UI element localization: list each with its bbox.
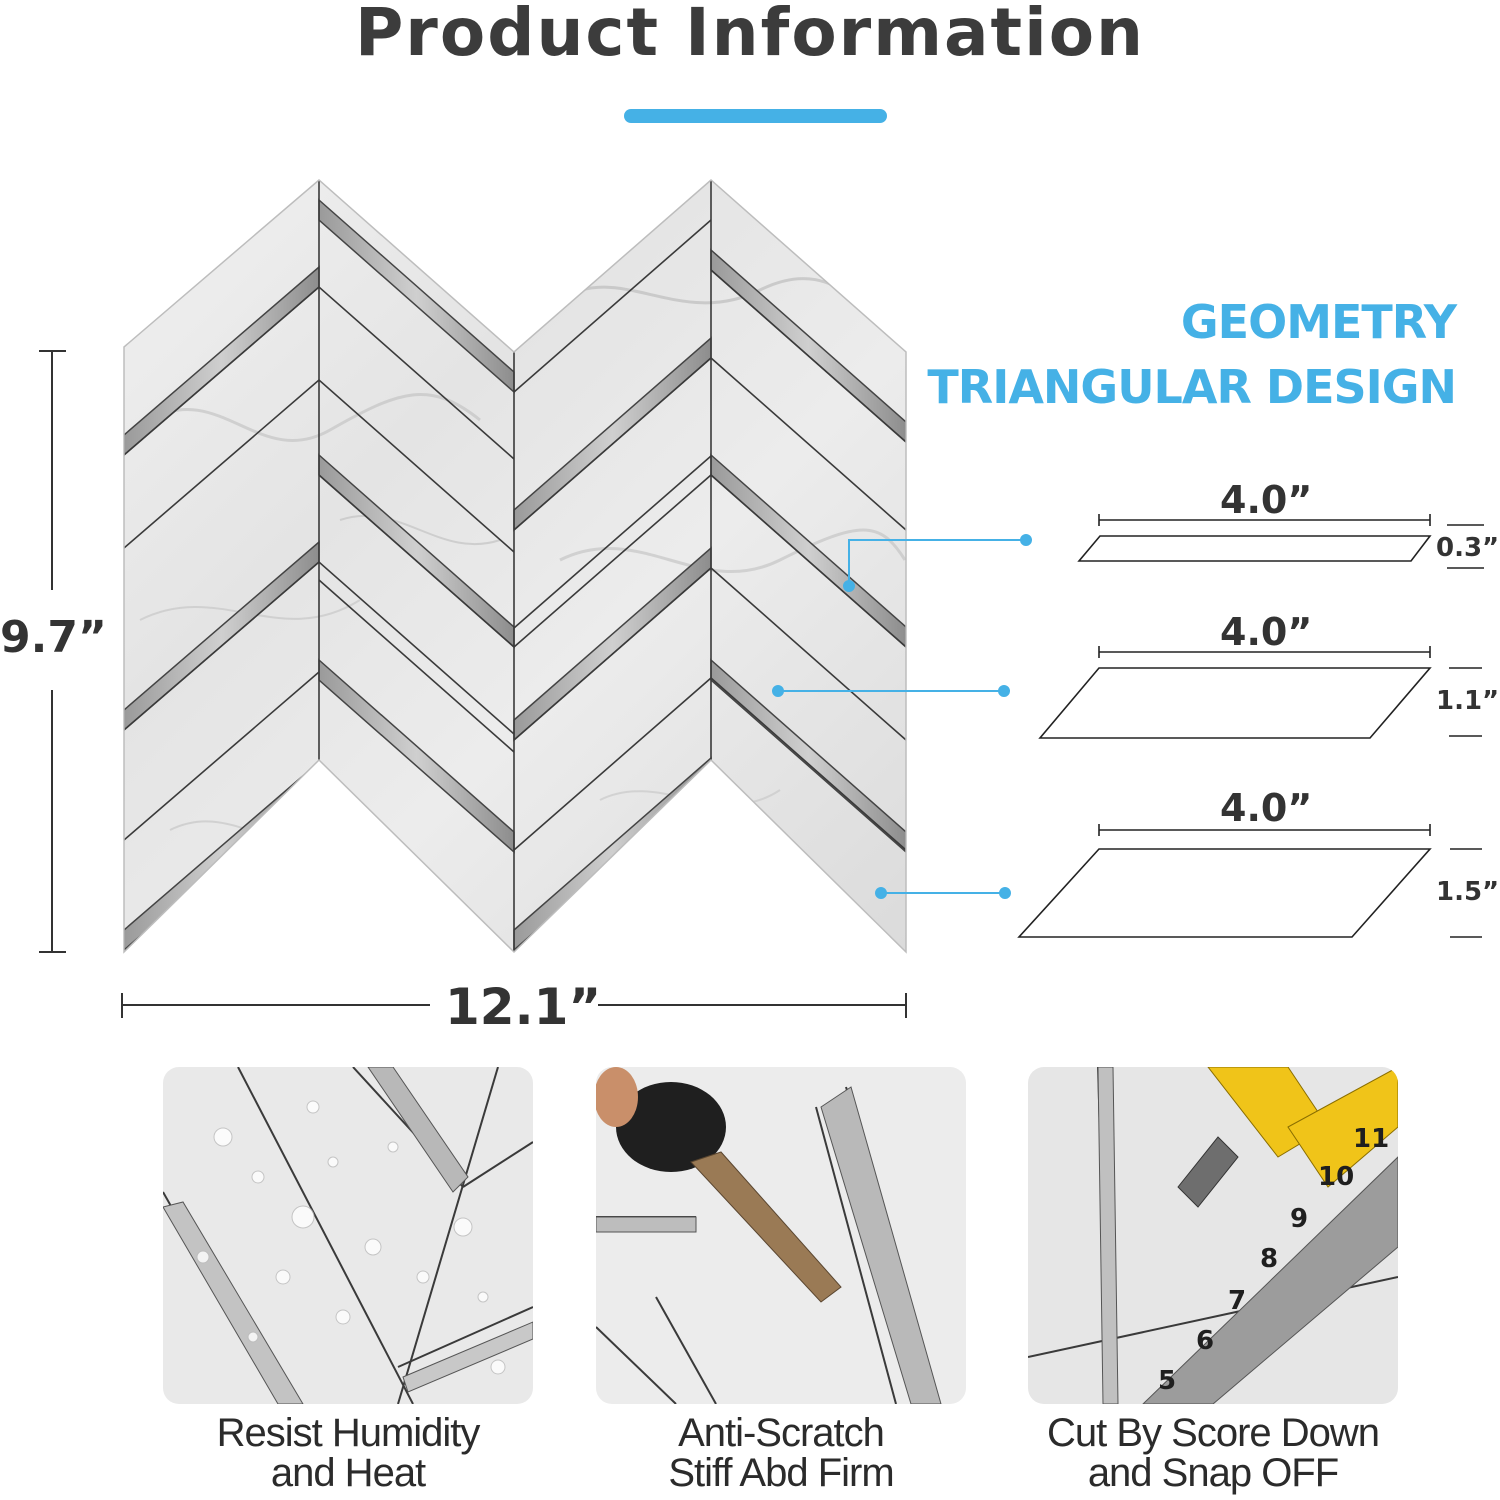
piece-1-height: 0.3” [1436, 533, 1500, 563]
tile-diagram [39, 179, 1484, 1018]
height-dimension [39, 350, 66, 953]
caption-humidity-line1: Resist Humidity [216, 1411, 481, 1455]
width-dimension [121, 993, 907, 1018]
key-icon [596, 1067, 842, 1303]
caption-humidity-line2: and Heat [270, 1451, 426, 1495]
caption-cut-line1: Cut By Score Down [1046, 1411, 1380, 1455]
ruler-number-9: 9 [1290, 1204, 1308, 1234]
piece-1-length: 4.0” [1220, 478, 1313, 522]
ruler-number-10: 10 [1318, 1162, 1354, 1192]
page-title: Product Information [354, 0, 1146, 71]
piece-diagram-3 [1017, 824, 1482, 938]
piece-diagram-2 [1038, 646, 1482, 739]
title-underline [624, 109, 887, 123]
caption-scratch-line2: Stiff Abd Firm [668, 1451, 894, 1495]
callout-leaders [772, 534, 1032, 899]
scratch-photo [596, 1067, 966, 1404]
ruler-number-5: 5 [1158, 1366, 1176, 1396]
headline-geometry: GEOMETRY [1180, 295, 1457, 349]
ruler-icon [1142, 1156, 1398, 1404]
caption-scratch: Anti-Scratch Stiff Abd Firm [596, 1413, 966, 1493]
tile-width-label: 12.1” [445, 978, 602, 1036]
humidity-photo [163, 1067, 533, 1404]
ruler-number-6: 6 [1196, 1326, 1214, 1356]
tile-height-label: 9.7” [0, 612, 107, 663]
piece-3-height: 1.5” [1436, 877, 1500, 907]
water-droplets-icon [196, 1100, 506, 1375]
ruler-number-8: 8 [1260, 1244, 1278, 1274]
caption-humidity: Resist Humidity and Heat [163, 1413, 533, 1493]
chevron-tile [124, 180, 906, 952]
headline-triangular-design: TRIANGULAR DESIGN [927, 360, 1457, 414]
piece-2-length: 4.0” [1220, 610, 1313, 654]
piece-3-length: 4.0” [1220, 786, 1313, 830]
piece-2-height: 1.1” [1436, 686, 1500, 716]
caption-cut: Cut By Score Down and Snap OFF [1028, 1413, 1398, 1493]
ruler-number-11: 11 [1353, 1124, 1389, 1154]
utility-knife-icon [1177, 1067, 1398, 1208]
caption-scratch-line1: Anti-Scratch [678, 1411, 885, 1455]
piece-diagram-1 [1077, 514, 1484, 569]
ruler-number-7: 7 [1228, 1286, 1246, 1316]
caption-cut-line2: and Snap OFF [1087, 1451, 1339, 1495]
cutting-photo: 11 10 9 8 7 6 5 [1028, 1067, 1398, 1404]
